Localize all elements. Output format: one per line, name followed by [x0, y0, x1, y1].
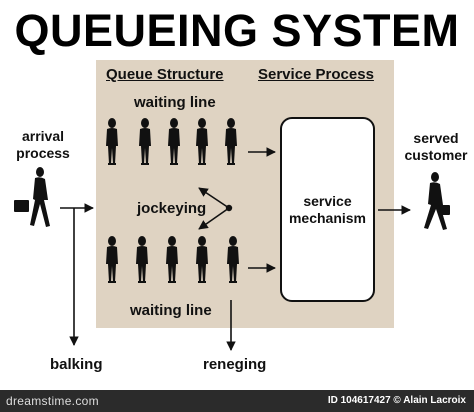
waiting-line-top-label: waiting line — [134, 94, 216, 111]
footer-bar: dreamstime.com ID 104617427 © Alain Lacr… — [0, 390, 474, 412]
footer-brand: dreamstime.com — [6, 394, 99, 408]
arrival-process-label: arrival process — [2, 128, 84, 162]
top-queue-figures — [106, 118, 237, 165]
person-icon — [106, 236, 118, 283]
served-line2: customer — [404, 147, 468, 163]
person-icon — [136, 236, 148, 283]
waiting-line-bottom-label: waiting line — [130, 302, 212, 319]
jockeying-arrow-up — [198, 187, 230, 209]
reneging-label: reneging — [203, 356, 267, 373]
service-label-line2: mechanism — [288, 210, 367, 226]
service-process-heading: Service Process — [258, 66, 374, 83]
arrival-line2: process — [16, 145, 70, 161]
service-mechanism-box — [280, 117, 375, 302]
jockeying-arrow-down — [198, 207, 230, 230]
person-icon — [139, 118, 151, 165]
diagram-title: QUEUEING SYSTEM — [14, 5, 460, 56]
person-icon — [225, 118, 237, 165]
served-customer-label: served customer — [396, 130, 474, 164]
person-icon — [168, 118, 180, 165]
jockeying-label: jockeying — [137, 200, 207, 217]
person-icon — [106, 118, 118, 165]
queue-structure-heading: Queue Structure — [106, 66, 224, 83]
person-icon — [166, 236, 178, 283]
service-mechanism-label: service mechanism — [280, 193, 375, 227]
arrival-person-icon — [14, 167, 50, 227]
service-label-line1: service — [303, 193, 352, 209]
person-icon — [196, 118, 208, 165]
person-icon — [196, 236, 208, 283]
bottom-queue-figures — [106, 236, 239, 283]
balking-label: balking — [50, 356, 103, 373]
jockeying-node — [225, 204, 233, 212]
arrival-line1: arrival — [21, 128, 65, 144]
footer-credit: ID 104617427 © Alain Lacroix — [327, 395, 466, 406]
person-icon — [227, 236, 239, 283]
served-line1: served — [413, 130, 459, 146]
served-person-icon — [424, 172, 450, 230]
